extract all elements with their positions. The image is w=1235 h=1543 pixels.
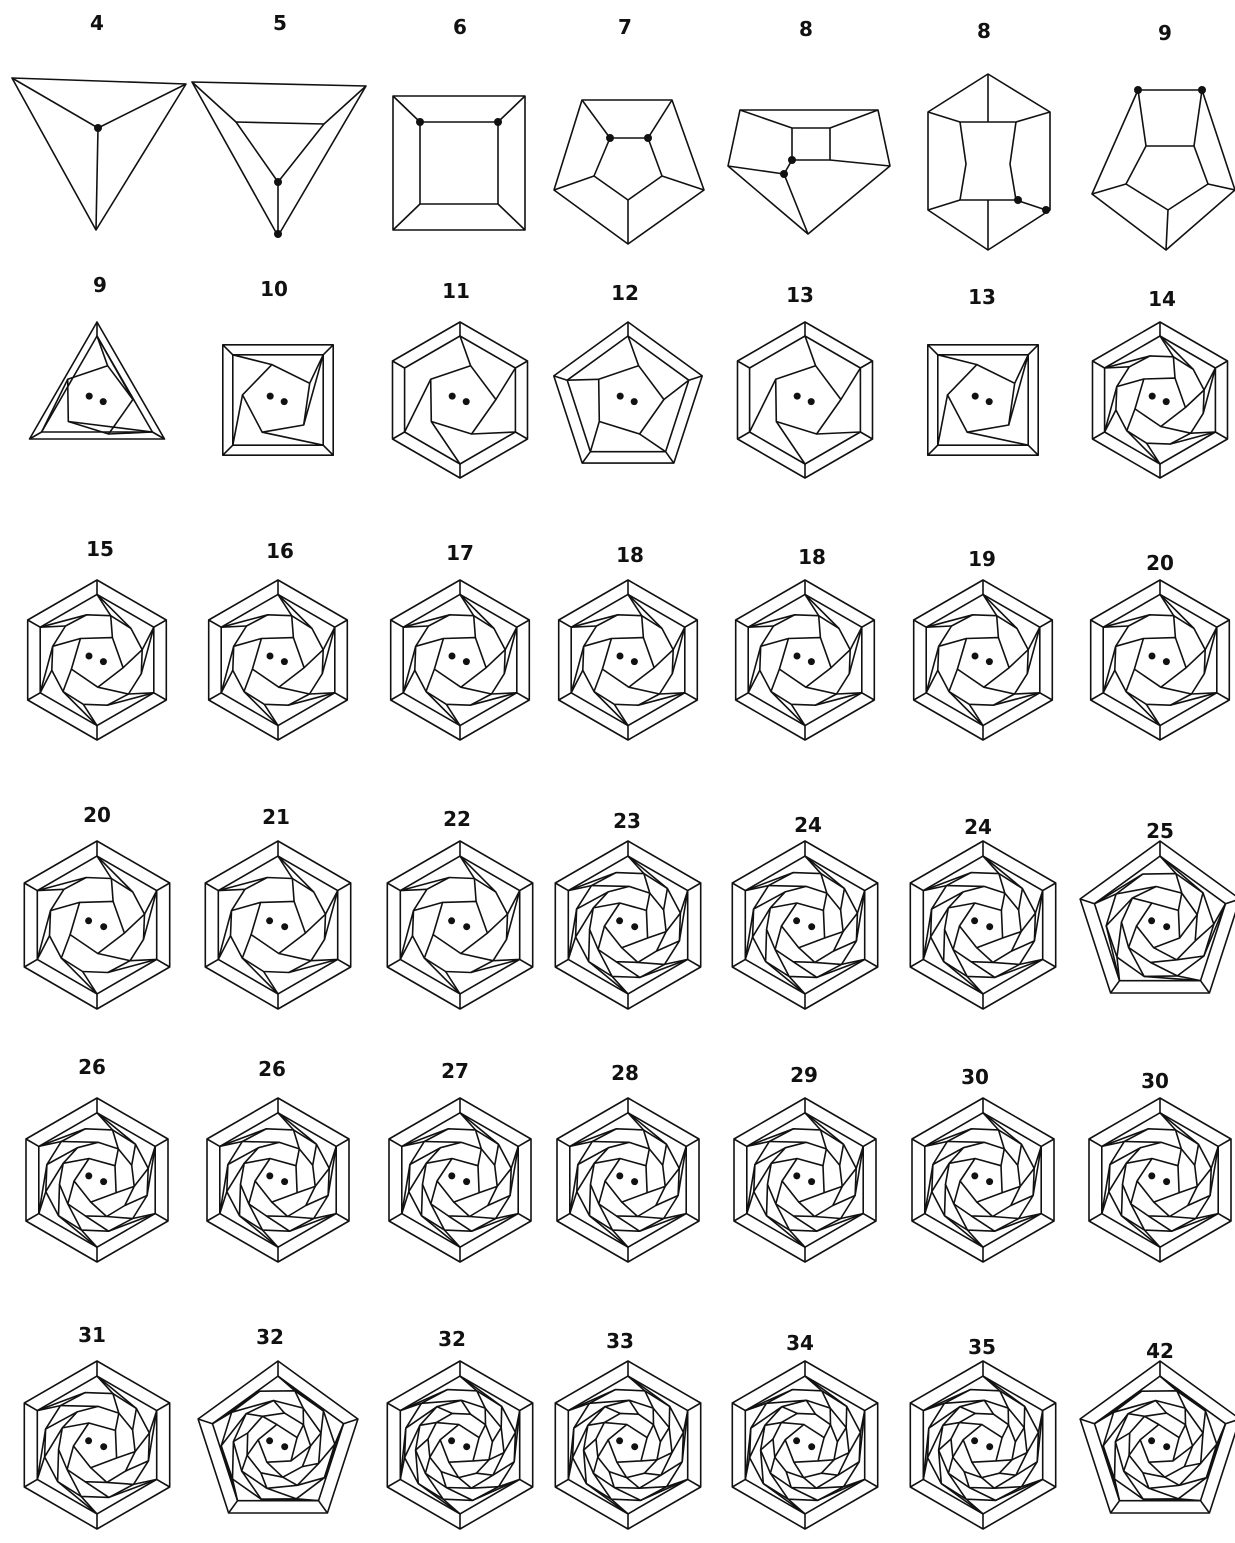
- cell-label: 29: [790, 1063, 818, 1087]
- polyhedron-drawing: [24, 1361, 169, 1529]
- polyhedron-drawing: [28, 580, 167, 740]
- cell-label: 27: [441, 1059, 469, 1083]
- polyhedron-drawing: [1089, 1098, 1231, 1262]
- cell-label: 13: [968, 285, 996, 309]
- cell-label: 33: [606, 1329, 634, 1353]
- polyhedron-drawing: [555, 841, 700, 1009]
- polyhedron-drawing: [1080, 1361, 1235, 1513]
- polyhedron-drawing: [393, 322, 528, 478]
- polyhedron-drawing: [223, 345, 333, 455]
- polyhedron-drawing: [910, 841, 1055, 1009]
- polyhedron-drawing: [205, 841, 350, 1009]
- cell-label: 6: [453, 15, 467, 39]
- polyhedron-drawing: [24, 841, 169, 1009]
- cell-label: 42: [1146, 1339, 1174, 1363]
- polyhedron-drawing: [557, 1098, 699, 1262]
- polyhedron-drawing: [389, 1098, 531, 1262]
- cell-label: 19: [968, 547, 996, 571]
- polyhedron-drawing: [738, 322, 873, 478]
- polyhedron-drawing: [555, 1361, 700, 1529]
- polyhedron-drawing: [1080, 841, 1235, 993]
- polyhedron-drawing: [732, 1361, 877, 1529]
- cell-label: 32: [438, 1327, 466, 1351]
- polyhedron-drawing: [207, 1098, 349, 1262]
- cell-label: 35: [968, 1335, 996, 1359]
- polyhedron-drawing: [928, 74, 1050, 250]
- polyhedron-drawing: [1093, 322, 1228, 478]
- cell-label: 8: [799, 17, 813, 41]
- polyhedron-drawing: [559, 580, 698, 740]
- cell-label: 20: [83, 803, 111, 827]
- cell-label: 4: [90, 11, 104, 35]
- polyhedron-drawing: [209, 580, 348, 740]
- polyhedron-drawing: [12, 78, 186, 230]
- cell-label: 25: [1146, 819, 1174, 843]
- cell-label: 17: [446, 541, 474, 565]
- cell-label: 22: [443, 807, 471, 831]
- cell-label: 18: [798, 545, 826, 569]
- polyhedron-drawing: [192, 82, 366, 238]
- cell-label: 26: [258, 1057, 286, 1081]
- polyhedron-drawing: [734, 1098, 876, 1262]
- cell-label: 21: [262, 805, 290, 829]
- polyhedron-drawing: [26, 1098, 168, 1262]
- cell-label: 34: [786, 1331, 814, 1355]
- polyhedron-drawing: [928, 345, 1038, 455]
- cell-label: 9: [1158, 21, 1172, 45]
- cell-label: 9: [93, 273, 107, 297]
- cell-label: 11: [442, 279, 470, 303]
- polyhedron-drawing: [1091, 580, 1230, 740]
- cell-label: 8: [977, 19, 991, 43]
- polyhedron-drawing: [387, 841, 532, 1009]
- cell-label: 16: [266, 539, 294, 563]
- cell-label: 12: [611, 281, 639, 305]
- cell-label: 23: [613, 809, 641, 833]
- cell-label: 24: [964, 815, 992, 839]
- polyhedron-drawing: [732, 841, 877, 1009]
- cell-label: 18: [616, 543, 644, 567]
- cell-label: 10: [260, 277, 288, 301]
- polyhedron-drawing: [1092, 86, 1235, 250]
- cell-label: 26: [78, 1055, 106, 1079]
- cell-label: 5: [273, 11, 287, 35]
- polyhedron-drawing: [198, 1361, 358, 1513]
- polyhedron-drawing: [391, 580, 530, 740]
- polyhedron-drawing: [554, 100, 704, 244]
- cell-label: 31: [78, 1323, 106, 1347]
- cell-label: 14: [1148, 287, 1176, 311]
- cell-label: 32: [256, 1325, 284, 1349]
- polyhedron-drawing: [910, 1361, 1055, 1529]
- polyhedron-drawing: [30, 322, 165, 439]
- cell-label: 24: [794, 813, 822, 837]
- cell-label: 20: [1146, 551, 1174, 575]
- polyhedron-drawing: [912, 1098, 1054, 1262]
- polyhedron-drawing: [736, 580, 875, 740]
- polyhedron-drawing: [393, 96, 525, 230]
- polyhedron-drawing: [554, 322, 702, 463]
- polyhedron-drawing: [728, 110, 890, 234]
- cell-label: 7: [618, 15, 632, 39]
- cell-label: 13: [786, 283, 814, 307]
- cell-label: 30: [961, 1065, 989, 1089]
- cell-label: 30: [1141, 1069, 1169, 1093]
- polyhedron-drawing: [387, 1361, 532, 1529]
- polyhedron-drawing: [914, 580, 1053, 740]
- cell-label: 28: [611, 1061, 639, 1085]
- cell-label: 15: [86, 537, 114, 561]
